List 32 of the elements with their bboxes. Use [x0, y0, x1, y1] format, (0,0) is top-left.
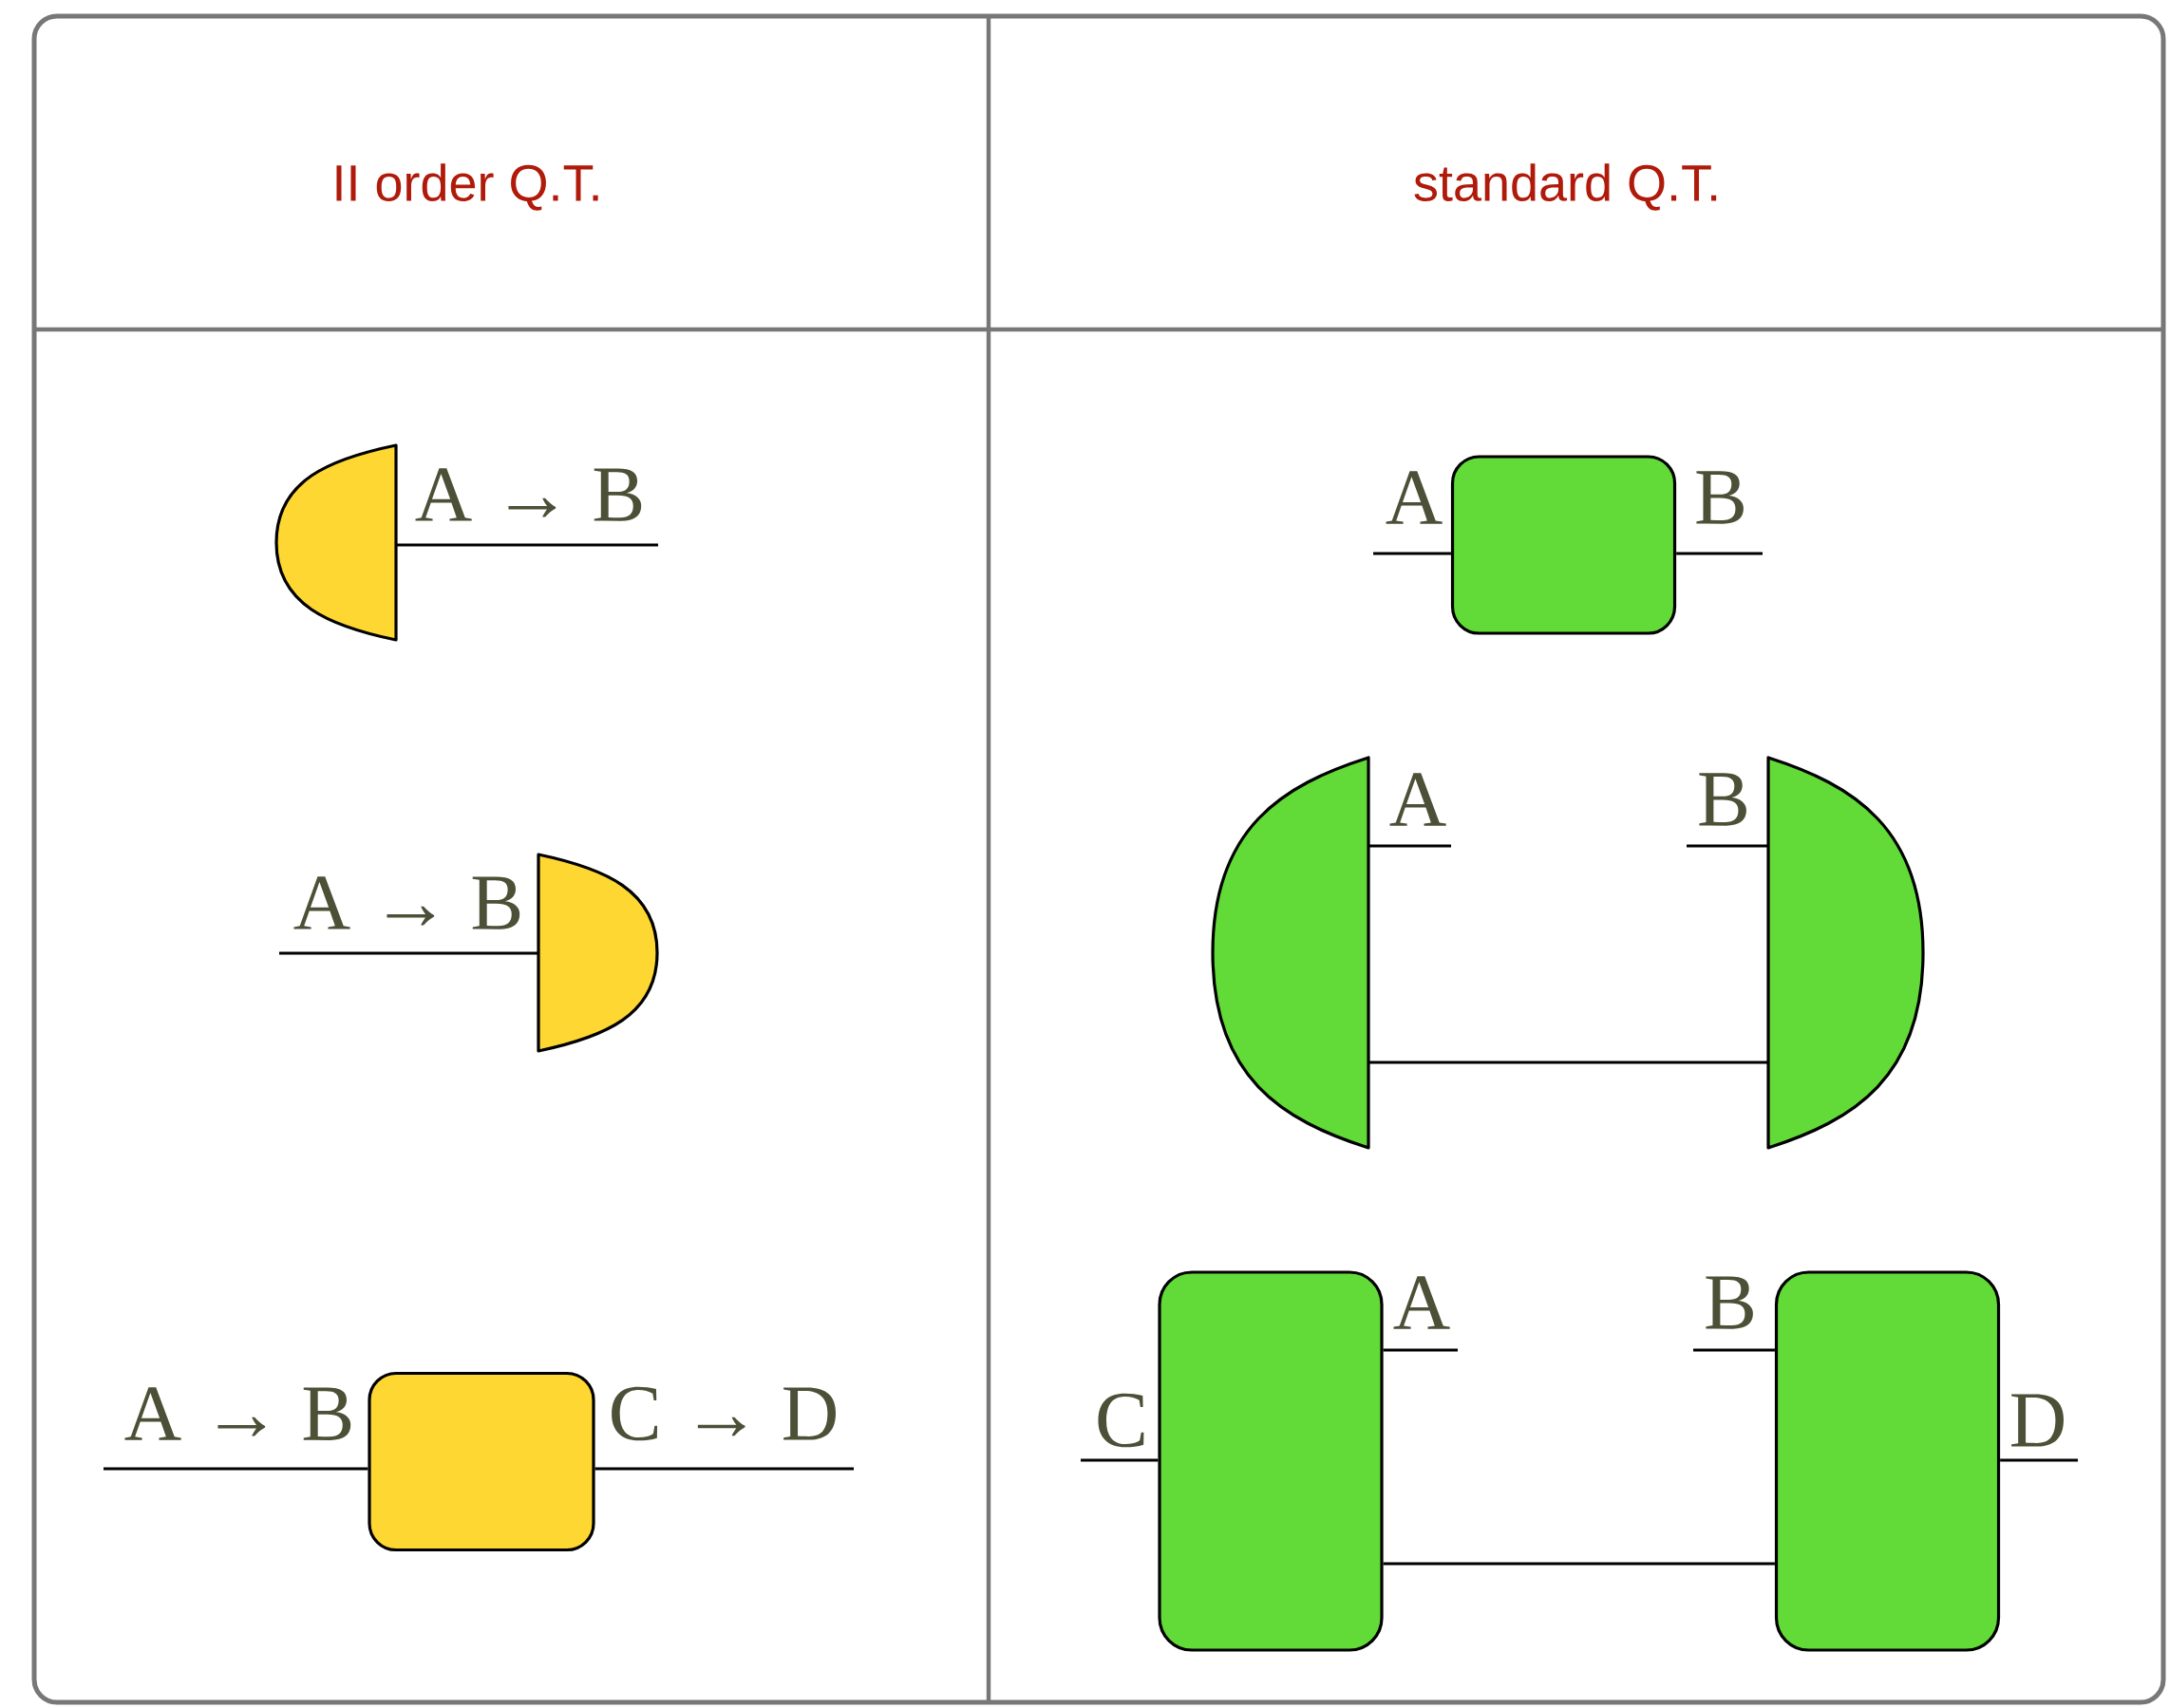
wire: [1081, 1458, 1159, 1462]
wire: [2000, 1458, 2079, 1462]
wire: [1383, 1562, 1775, 1566]
wire-label: A → B: [293, 876, 520, 929]
wire-label: A: [1393, 1276, 1450, 1329]
wire-label: B: [1696, 471, 1744, 524]
column-heading: II order Q.T.: [336, 163, 598, 211]
process-box: [1450, 455, 1677, 635]
wire-label: A → B: [124, 1387, 351, 1440]
wire: [1693, 1348, 1775, 1352]
wire: [396, 543, 658, 547]
wire: [594, 1467, 854, 1471]
wire: [1368, 844, 1451, 848]
wire-label: A: [1389, 773, 1446, 826]
wire-label: A → B: [415, 468, 642, 521]
wire: [104, 1467, 368, 1471]
wire: [1676, 552, 1763, 555]
wire-label: A: [1386, 471, 1443, 524]
wire: [1383, 1348, 1458, 1352]
wire-label: B: [1699, 773, 1746, 826]
wire: [1687, 844, 1769, 848]
wire-label: D: [2011, 1394, 2064, 1447]
wire: [279, 951, 539, 955]
process-box: [368, 1371, 595, 1552]
wire: [1373, 552, 1451, 555]
wire-label: C → D: [612, 1386, 836, 1441]
wire-label: C: [1098, 1393, 1144, 1448]
column-heading: standard Q.T.: [1414, 163, 1717, 211]
process-box: [1774, 1270, 2001, 1652]
process-box: [1158, 1270, 1384, 1652]
wire-label: B: [1706, 1276, 1753, 1329]
wire: [1368, 1060, 1769, 1064]
